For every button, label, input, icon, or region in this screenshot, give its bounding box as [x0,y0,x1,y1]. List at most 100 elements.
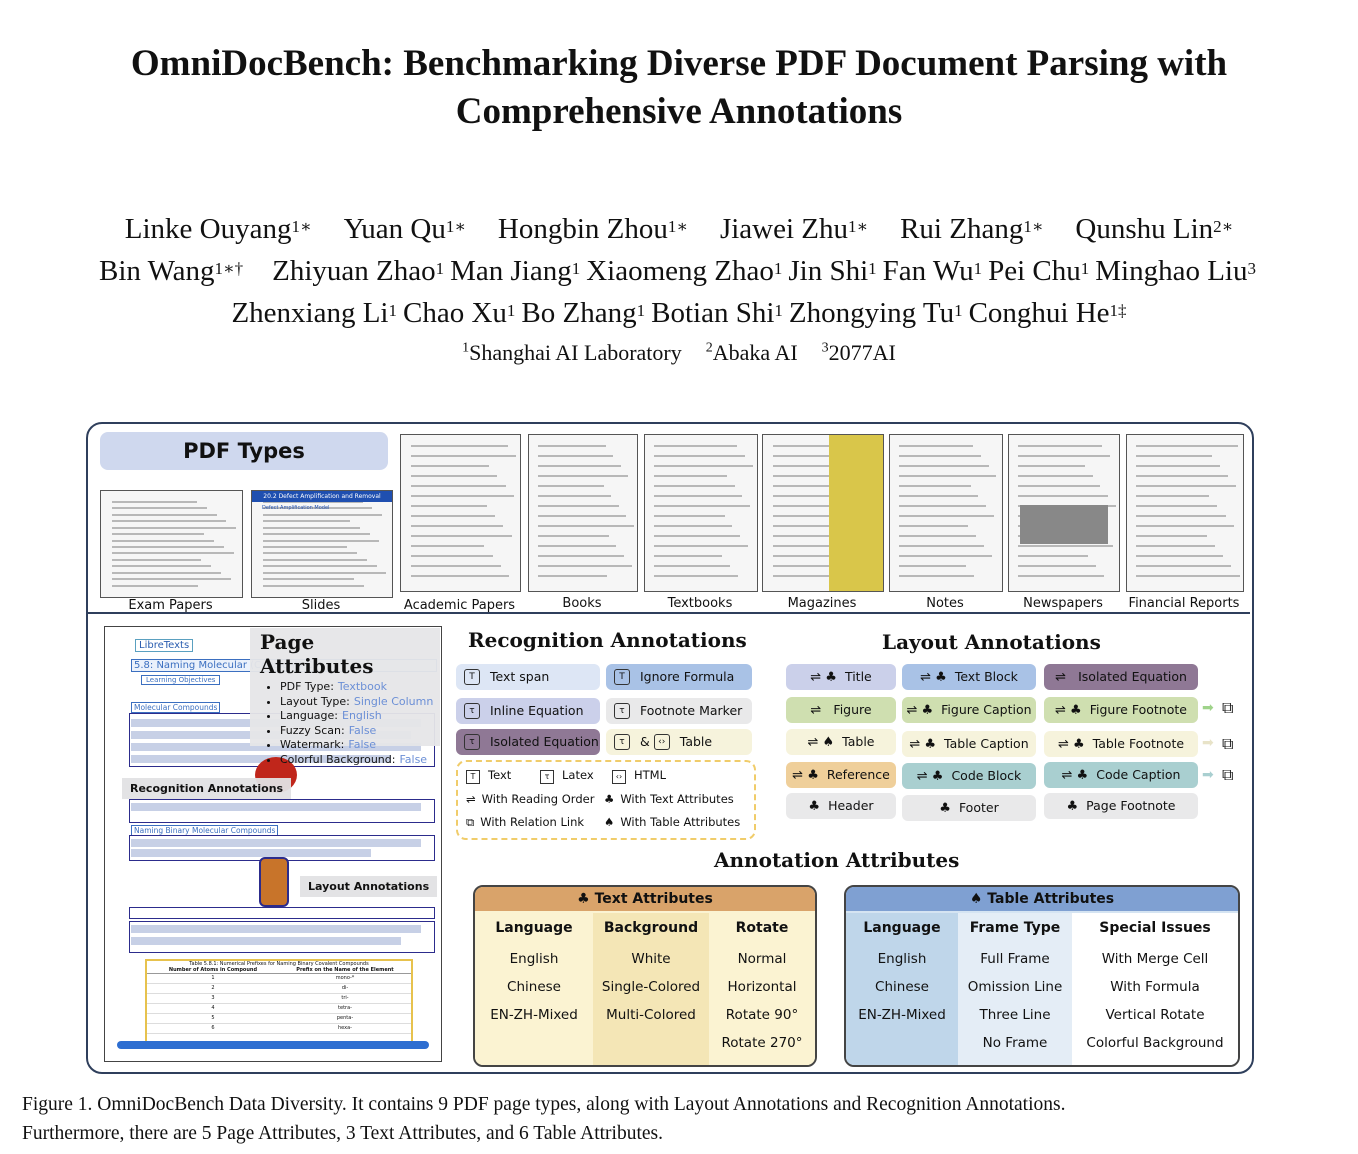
club-icon: ⇌ ♣ [909,737,937,752]
sample-table: Table 5.8.1: Numerical Prefixes for Nami… [145,959,413,1045]
attribute-column-header: Rotate [735,920,789,936]
attribute-value: With Formula [1110,979,1200,995]
attribute-value: Multi-Colored [606,1007,696,1023]
club-icon: ⇌ ♣ [792,768,819,783]
author: Linke Ouyang1∗ [124,213,312,245]
pdf-types-header: PDF Types [100,432,388,470]
attribute-value: Horizontal [727,979,797,995]
legend-reading-order: ⇌With Reading Order [466,792,595,806]
club-icon: ⇌ ♣ [920,670,947,685]
pdf-thumbnail [644,434,758,592]
sample-table-cell: 2 [211,985,215,991]
pdf-thumbnail [1008,434,1120,592]
affiliation: 1Shanghai AI Laboratory [462,340,682,365]
sample-table-cell: 4 [211,1005,215,1011]
author: Xiaomeng Zhao1 [586,255,783,287]
club-icon: ⇌ ♣ [810,670,837,685]
attribute-column-header: Frame Type [969,920,1061,936]
club-icon: ♣ [577,891,595,907]
sample-table-cell: 3 [211,995,215,1001]
newspaper-photo [1020,505,1108,545]
relation-link-icon: ⧉ [1222,736,1234,753]
attribute-value: No Frame [982,1035,1048,1051]
title-line-2: Comprehensive Annotations [455,91,903,132]
sample-table-header: Prefix on the Name of the Element [296,967,394,973]
pdf-thumbnail [762,434,884,592]
author: Yuan Qu1∗ [343,213,466,245]
sample-table-header: Number of Atoms in Compound [168,967,258,973]
attribute-value: EN-ZH-Mixed [858,1007,946,1023]
page-attributes-panel: Page Attributes PDF Type:TextbookLayout … [250,628,440,766]
pdf-thumbnail [400,434,521,592]
layout-chip: ⇌ ♣Table Caption [902,731,1036,757]
chip-table: τ&‹›Table [606,729,752,755]
layout-chip: ⇌ ♣Reference [786,762,896,788]
attribute-column-header: Background [603,920,699,936]
pdf-type-label: Slides [301,598,341,613]
pdf-thumbnail [528,434,638,592]
text-icon: T [466,770,480,784]
sample-table-cell: mono-* [335,975,355,981]
sample-badge: LibreTexts [135,639,194,652]
attribute-value: EN-ZH-Mixed [490,1007,578,1023]
pdf-type-label: Magazines [787,596,857,611]
sample-table-row: 6 hexa- [147,1024,411,1034]
pdf-thumbnail [100,490,243,598]
sample-table-cell: 6 [211,1025,215,1031]
sample-table-cell: penta- [336,1015,354,1021]
pdf-type-label: Notes [926,596,964,611]
tex-icon: τ [614,702,630,719]
legend-html: ‹›HTML [612,768,666,784]
tex-icon: τ [540,770,554,784]
club-icon: ⇌ [810,703,826,718]
figure-caption: Figure 1. OmniDocBench Data Diversity. I… [22,1090,1342,1148]
sample-table-title: Table 5.8.1: Numerical Prefixes for Nami… [189,961,369,967]
attribute-value: Single-Colored [601,979,701,995]
attribute-value: Colorful Background [1086,1035,1224,1051]
author: Zhongying Tu1 [788,297,963,329]
layout-chip: ⇌ ♣Figure Caption [902,697,1036,723]
author: Zhiyuan Zhao1 [272,255,445,287]
layout-chip: ⇌ ♣Figure Footnote [1044,697,1198,723]
layout-chip: ⇌ ♣Title [786,664,896,690]
sample-footer-bar [117,1041,429,1049]
author: Rui Zhang1∗ [900,213,1044,245]
page-attribute-item: Layout Type:Single Column [280,695,440,710]
author: Jin Shi1 [788,255,877,287]
annotation-attributes-title: Annotation Attributes [714,848,960,872]
sample-table-cell: tri- [341,995,349,1001]
sample-table-cell: hexa- [338,1025,352,1031]
attribute-column-header: Special Issues [1099,920,1211,936]
attribute-value: Omission Line [967,979,1063,995]
pdf-type-label: Books [562,596,602,611]
page-attributes-title: Page Attributes [260,630,374,678]
author: Botian Shi1 [651,297,783,329]
recognition-title: Recognition Annotations [468,628,747,652]
sample-figure-caption [129,907,435,919]
arrow-icon: ➡ [1202,767,1214,783]
author: Qunshu Lin2∗ [1075,213,1234,245]
tex-icon: τ [614,733,630,750]
relation-link-icon: ⧉ [466,815,475,829]
club-icon: ⇌ ♣ [1057,737,1085,752]
pdf-type-label: Textbooks [667,596,733,611]
paper-title: OmniDocBench: Benchmarking Diverse PDF D… [0,40,1358,136]
affiliation: 2Abaka AI [705,340,798,365]
layout-chip: ⇌ ♣Code Block [902,763,1036,789]
pdf-type-label: Academic Papers [403,598,516,613]
